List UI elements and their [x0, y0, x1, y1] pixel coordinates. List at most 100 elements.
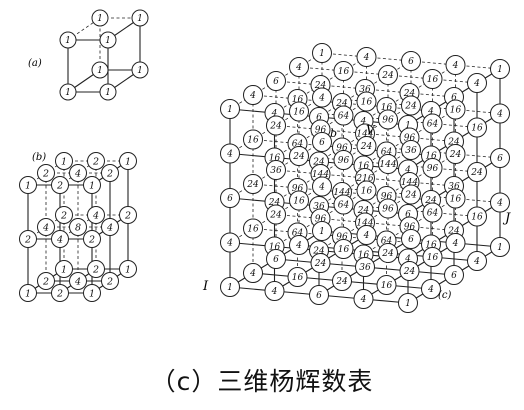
node-value: 2	[124, 210, 131, 221]
node-value: 16	[247, 136, 259, 146]
lattice-node	[91, 61, 109, 79]
lattice-node	[399, 261, 420, 281]
node-value: 24	[312, 158, 325, 168]
lattice-node	[243, 129, 263, 150]
node-value: 16	[358, 251, 370, 261]
lattice-node	[467, 206, 487, 227]
node-value: 24	[360, 142, 373, 152]
node-value: 16	[427, 253, 439, 263]
node-value: 96	[292, 184, 304, 194]
node-value: 96	[336, 233, 348, 243]
node-value: 4	[427, 107, 434, 117]
node-value: 2	[42, 168, 49, 179]
node-value: 4	[452, 239, 459, 249]
lattice-node	[131, 61, 149, 79]
lattice-node	[289, 190, 309, 211]
node-value: 4	[226, 150, 233, 160]
node-value: 96	[336, 144, 348, 154]
node-value: 96	[315, 126, 327, 136]
lattice-node	[445, 55, 466, 75]
node-value: 2	[60, 210, 67, 221]
node-value: 96	[427, 164, 439, 174]
node-value: 4	[363, 231, 370, 241]
lattice-node	[51, 284, 69, 302]
node-value: 96	[404, 223, 416, 233]
mark-V: V	[366, 123, 376, 137]
node-value: 24	[292, 152, 305, 162]
node-value: 2	[106, 276, 113, 287]
node-value: 96	[382, 205, 394, 215]
lattice-node	[312, 176, 332, 197]
node-value: 2	[42, 276, 49, 287]
node-value: 4	[92, 210, 99, 221]
node-value: 4	[106, 222, 113, 233]
lattice-node	[101, 164, 119, 182]
node-value: 4	[74, 276, 81, 287]
lattice-node	[490, 59, 510, 79]
mark-I: I	[202, 279, 209, 294]
node-value: 1	[227, 283, 233, 293]
node-value: 6	[227, 194, 233, 204]
node-value: 4	[473, 257, 480, 267]
node-value: 4	[42, 222, 49, 233]
node-value: 24	[404, 102, 417, 112]
node-value: 4	[271, 109, 278, 119]
node-value: 1	[497, 243, 503, 253]
lattice-node	[19, 284, 37, 302]
node-value: 144	[312, 170, 329, 180]
node-value: 4	[473, 79, 480, 89]
node-value: 16	[247, 225, 259, 235]
node-value: 16	[269, 243, 281, 253]
node-value: 2	[92, 156, 99, 167]
lattice-node	[445, 233, 466, 253]
node-value: 1	[65, 88, 71, 98]
node-value: 1	[61, 264, 67, 275]
lattice-node	[333, 239, 354, 259]
lattice-node	[19, 230, 37, 248]
lattice-node	[467, 251, 487, 271]
lattice-node	[119, 206, 137, 224]
lattice-node	[243, 85, 263, 105]
lattice-node	[69, 272, 87, 290]
lattice-node	[87, 152, 105, 170]
node-value: 1	[25, 288, 31, 299]
lattice-node	[83, 176, 101, 194]
lattice-node	[99, 83, 117, 101]
lattice-node	[309, 285, 329, 305]
node-value: 16	[361, 187, 373, 197]
node-value: 24	[449, 150, 462, 160]
node-value: 16	[450, 195, 462, 205]
node-value: 4	[496, 110, 503, 120]
node-value: 4	[249, 91, 256, 101]
node-value: 2	[24, 234, 31, 245]
lattice-node	[220, 99, 240, 119]
node-value: 1	[125, 156, 131, 167]
node-value: 96	[315, 215, 327, 225]
node-value: 96	[338, 156, 350, 166]
lattice-node	[398, 293, 418, 313]
node-value: 24	[424, 196, 437, 206]
node-value: 64	[381, 148, 393, 158]
node-value: 4	[318, 94, 325, 104]
lattice-node	[220, 232, 240, 253]
node-value: 144	[333, 188, 350, 198]
lattice-node	[87, 260, 105, 278]
node-value: 16	[471, 213, 483, 223]
lattice-node	[421, 279, 441, 299]
lattice-node	[333, 150, 354, 170]
node-value: 64	[338, 112, 350, 122]
node-value: 1	[105, 88, 111, 98]
cube-c-diagram: 1444616616166424244246424242441163616116…	[220, 43, 510, 313]
lattice-node	[266, 115, 286, 136]
node-value: 6	[405, 210, 411, 220]
node-value: 2	[88, 234, 95, 245]
lattice-node	[220, 143, 240, 164]
node-value: 6	[316, 113, 322, 123]
node-value: 96	[382, 116, 394, 126]
node-value: 96	[404, 134, 416, 144]
node-value: 24	[335, 277, 348, 287]
lattice-node	[101, 218, 119, 236]
lattice-node	[422, 158, 443, 178]
node-value: 16	[425, 152, 437, 162]
node-value: 1	[405, 299, 411, 309]
